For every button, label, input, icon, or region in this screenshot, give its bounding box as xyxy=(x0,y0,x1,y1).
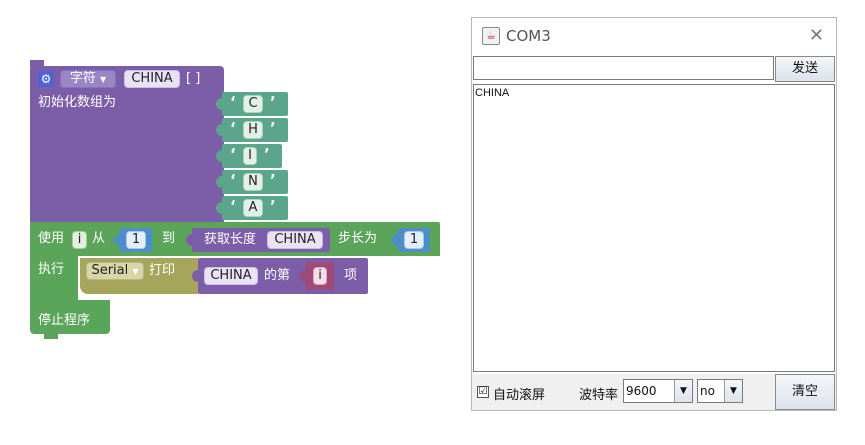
stop-label: 停止程序 xyxy=(38,313,91,328)
quote-open: ‘ xyxy=(230,145,236,163)
connector-tab xyxy=(216,202,223,214)
serial-output[interactable]: CHINA xyxy=(473,84,835,372)
length-array-field[interactable]: CHINA xyxy=(267,231,323,249)
step-number-block[interactable]: 1 xyxy=(392,228,430,252)
step-value[interactable]: 1 xyxy=(404,231,424,249)
loop-bottom-arm xyxy=(30,300,110,308)
gear-icon[interactable]: ⚙ xyxy=(38,71,54,87)
init-label: 初始化数组为 xyxy=(38,95,117,110)
chevron-down-icon: ▼ xyxy=(132,267,139,276)
from-label: 从 xyxy=(92,231,106,246)
connector-tab xyxy=(216,150,223,162)
loop-var-field[interactable]: i xyxy=(72,231,87,249)
quote-open: ‘ xyxy=(230,119,236,137)
array-name-field[interactable]: CHINA xyxy=(124,70,180,88)
print-label: 打印 xyxy=(149,263,176,278)
type-dropdown-label: 字符 xyxy=(69,71,96,86)
char-value[interactable]: H xyxy=(243,121,263,139)
char-value[interactable]: A xyxy=(243,199,263,217)
char-value[interactable]: I xyxy=(243,147,257,165)
baud-select[interactable]: 9600 ▼ xyxy=(623,379,693,403)
array-item-block[interactable]: CHINA 的第 i 项 xyxy=(192,258,368,294)
quote-close: ’ xyxy=(264,145,270,163)
index-var-block[interactable]: i xyxy=(300,262,334,290)
to-label: 到 xyxy=(162,231,176,246)
serial-dropdown-label: Serial xyxy=(91,263,129,278)
char-block[interactable]: ‘ C ’ xyxy=(216,92,288,116)
loop-side-arm xyxy=(30,256,78,300)
baud-label: 波特率 xyxy=(579,388,619,403)
do-label: 执行 xyxy=(38,262,65,277)
index-label: 的第 xyxy=(264,268,291,283)
chevron-down-icon[interactable]: ▼ xyxy=(724,380,742,402)
connector-tab xyxy=(192,270,199,282)
quote-close: ’ xyxy=(270,93,276,111)
block-notch xyxy=(30,60,44,68)
char-block[interactable]: ‘ A ’ xyxy=(216,196,288,220)
java-app-icon: ☕ xyxy=(482,27,500,45)
connector-tab xyxy=(216,98,223,110)
step-label: 步长为 xyxy=(338,231,378,246)
quote-close: ’ xyxy=(270,119,276,137)
char-block[interactable]: ‘ N ’ xyxy=(216,170,288,194)
blockly-workspace: ⚙ 字符 ▼ CHINA [ ] 初始化数组为 ‘ C ’ ‘ H ’ ‘ I … xyxy=(30,60,440,339)
baud-value: 9600 xyxy=(626,384,657,398)
stop-block[interactable] xyxy=(30,308,110,334)
index-var-field[interactable]: i xyxy=(313,267,327,285)
char-block[interactable]: ‘ I ’ xyxy=(216,144,282,168)
chevron-down-icon[interactable]: ▼ xyxy=(674,380,692,402)
use-label: 使用 xyxy=(38,231,65,246)
monitor-toolbar: ☑ 自动滚屏 波特率 9600 ▼ no ▼ 清空 xyxy=(472,374,836,410)
quote-open: ‘ xyxy=(230,93,236,111)
send-button[interactable]: 发送 xyxy=(775,56,835,82)
char-block[interactable]: ‘ H ’ xyxy=(216,118,288,142)
item-array-field[interactable]: CHINA xyxy=(204,267,258,285)
serial-dropdown[interactable]: Serial ▼ xyxy=(86,262,144,280)
connector-tab xyxy=(186,234,193,246)
chevron-down-icon: ▼ xyxy=(100,75,107,84)
connector-tab xyxy=(300,270,307,282)
get-length-block[interactable]: 获取长度 CHINA xyxy=(186,228,330,252)
line-ending-select[interactable]: no ▼ xyxy=(697,379,743,403)
clear-button[interactable]: 清空 xyxy=(775,374,835,410)
item-label: 项 xyxy=(344,268,358,283)
autoscroll-label: 自动滚屏 xyxy=(493,388,546,403)
autoscroll-checkbox[interactable]: ☑ xyxy=(477,386,489,398)
window-title: COM3 xyxy=(506,27,551,45)
quote-close: ’ xyxy=(270,197,276,215)
connector-tab xyxy=(392,234,399,246)
quote-open: ‘ xyxy=(230,197,236,215)
array-brackets: [ ] xyxy=(186,71,201,86)
type-dropdown[interactable]: 字符 ▼ xyxy=(60,70,116,88)
serial-monitor-window: ☕ COM3 ✕ 发送 CHINA ☑ 自动滚屏 波特率 9600 ▼ no ▼… xyxy=(471,17,837,411)
quote-close: ’ xyxy=(270,171,276,189)
block-notch xyxy=(44,334,58,339)
connector-tab xyxy=(216,124,223,136)
send-input[interactable] xyxy=(473,56,774,80)
char-value[interactable]: C xyxy=(243,95,263,113)
from-number-block[interactable]: 1 xyxy=(114,228,152,252)
char-value[interactable]: N xyxy=(243,173,263,191)
connector-tab xyxy=(114,234,121,246)
get-length-label: 获取长度 xyxy=(204,232,257,247)
array-init-block[interactable] xyxy=(30,66,224,222)
connector-tab xyxy=(216,176,223,188)
close-icon[interactable]: ✕ xyxy=(808,25,824,46)
output-text: CHINA xyxy=(475,87,510,99)
from-value[interactable]: 1 xyxy=(126,231,146,249)
line-ending-value: no xyxy=(700,384,715,398)
quote-open: ‘ xyxy=(230,171,236,189)
